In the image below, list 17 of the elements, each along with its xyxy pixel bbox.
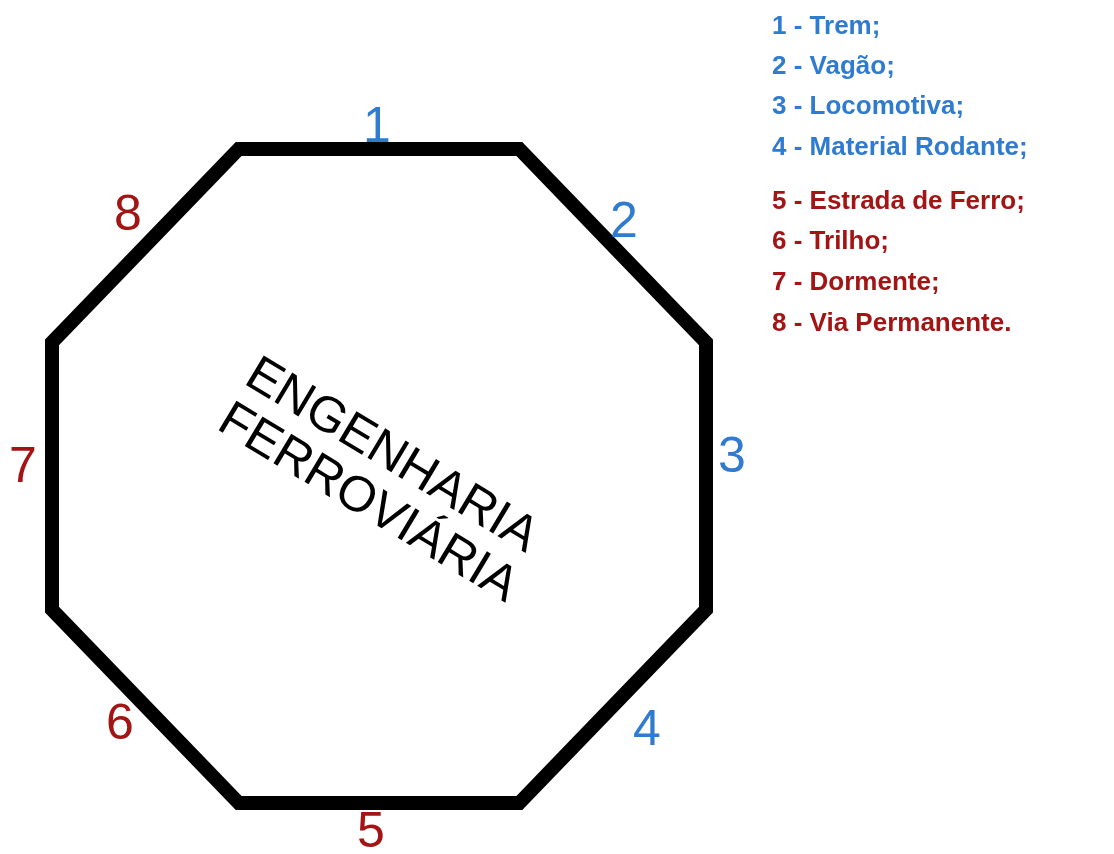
legend-entry: 8 - Via Permanente.	[772, 309, 1012, 335]
legend-entry: 1 - Trem;	[772, 12, 881, 38]
legend-entry: 3 - Locomotiva;	[772, 92, 965, 118]
side-number: 7	[9, 440, 37, 490]
legend-entry: 5 - Estrada de Ferro;	[772, 187, 1025, 213]
legend-entry: 6 - Trilho;	[772, 227, 889, 253]
legend-entry: 4 - Material Rodante;	[772, 133, 1028, 159]
legend-entry: 7 - Dormente;	[772, 268, 940, 294]
octagon-shape	[45, 142, 713, 810]
side-number: 2	[610, 195, 638, 245]
side-number: 6	[106, 697, 134, 747]
side-number: 1	[363, 100, 391, 150]
side-number: 4	[633, 703, 661, 753]
side-number: 5	[357, 805, 385, 854]
legend-entry: 2 - Vagão;	[772, 52, 895, 78]
side-number: 3	[718, 430, 746, 480]
side-number: 8	[114, 188, 142, 238]
